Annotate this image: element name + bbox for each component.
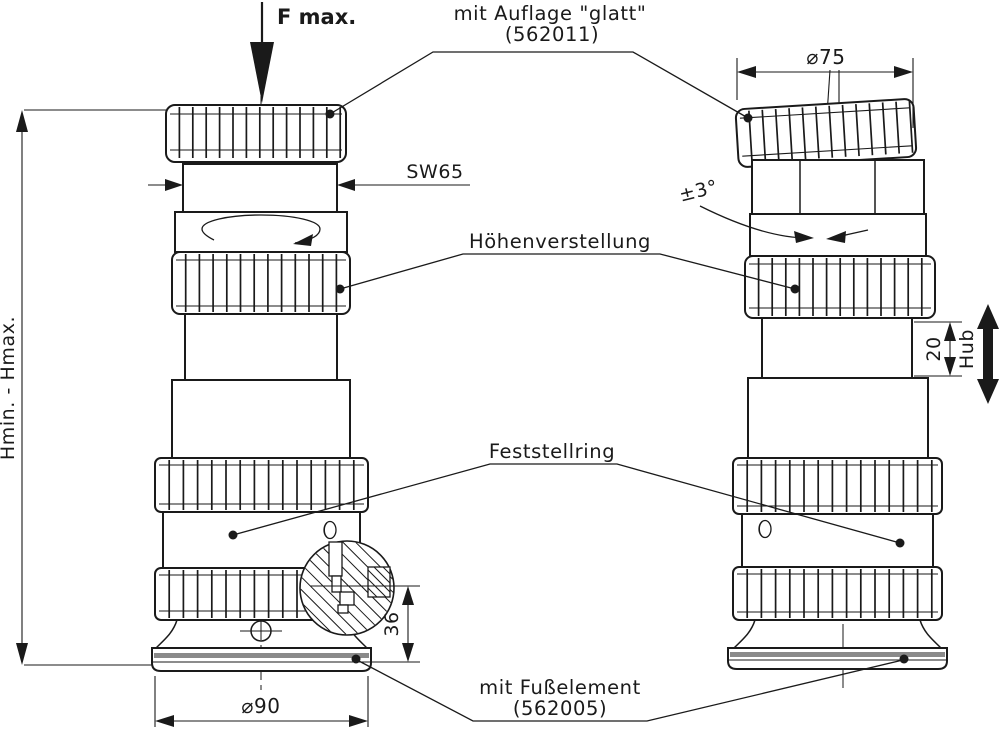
base-diameter-label: ⌀90 xyxy=(241,694,280,718)
height-adjust-callout: Höhenverstellung xyxy=(335,230,800,294)
tilt-label: ±3° xyxy=(677,176,720,207)
spindle xyxy=(184,313,338,381)
top-diameter-dimension: ⌀75 xyxy=(736,45,914,128)
foot-callout-line1: mit Fußelement xyxy=(479,676,641,699)
base-diameter-dimension: ⌀90 xyxy=(154,676,369,727)
top-pad-callout: mit Auflage "glatt" (562011) xyxy=(325,2,753,123)
foot-callout: mit Fußelement (562005) xyxy=(351,654,909,722)
top-diameter-label: ⌀75 xyxy=(806,45,845,69)
cutaway-detail xyxy=(299,540,395,636)
body-block xyxy=(171,379,351,459)
upper-lock-ring-right xyxy=(732,457,943,515)
top-pad-callout-line2: (562011) xyxy=(505,23,599,46)
height-range-dimension: Hmin. - Hmax. xyxy=(0,109,166,666)
top-cap xyxy=(165,104,347,163)
hex-section-right xyxy=(751,159,925,215)
hex-section xyxy=(182,163,338,213)
left-view xyxy=(151,96,395,690)
stroke-double-arrow xyxy=(977,304,999,404)
top-cap-tilted xyxy=(734,98,918,168)
base-height-dimension: 36 xyxy=(310,585,420,663)
body-block-right xyxy=(747,377,929,459)
right-view xyxy=(699,69,948,690)
lock-ring-callout-label: Feststellring xyxy=(489,440,615,463)
lower-lock-ring-right xyxy=(732,566,943,621)
base-height-label: 36 xyxy=(381,611,403,636)
center-mark xyxy=(240,620,282,642)
wrench-size-label: SW65 xyxy=(406,161,463,183)
lock-band-right xyxy=(741,513,934,568)
rotation-band xyxy=(174,211,348,253)
force-arrow xyxy=(250,2,274,103)
height-adjust-ring xyxy=(171,251,351,315)
upper-lock-ring xyxy=(154,457,369,513)
lock-ring-callout: Feststellring xyxy=(228,440,905,548)
foot-callout-line2: (562005) xyxy=(513,697,607,720)
stroke-cylinder xyxy=(761,317,913,379)
foot-flange-right xyxy=(727,619,948,670)
tilt-band xyxy=(699,205,927,257)
stroke-unit-label: Hub xyxy=(956,329,978,369)
wrench-size-dimension: SW65 xyxy=(148,161,470,191)
stroke-value-label: 20 xyxy=(923,336,945,361)
rotation-arrow xyxy=(201,214,321,244)
stroke-dimension: 20 Hub xyxy=(914,304,999,404)
height-adjust-ring-right xyxy=(744,255,936,319)
height-adjust-callout-label: Höhenverstellung xyxy=(469,230,651,253)
top-pad-callout-line1: mit Auflage "glatt" xyxy=(454,2,647,25)
height-range-label: Hmin. - Hmax. xyxy=(0,316,19,460)
force-label: F max. xyxy=(277,5,356,29)
